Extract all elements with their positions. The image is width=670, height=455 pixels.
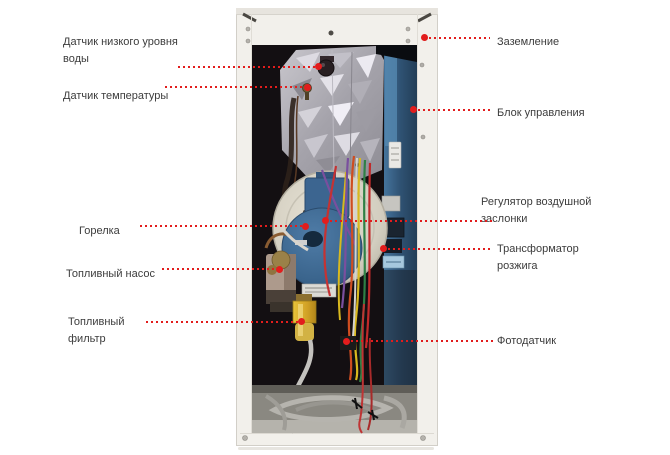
dot-low-water-sensor — [315, 63, 322, 70]
terminal-connector — [381, 195, 401, 212]
dot-ignition-transformer — [380, 245, 387, 252]
lead-fuel-pump — [162, 268, 277, 270]
lead-grounding — [429, 37, 490, 39]
callout-low-water-sensor: Датчик низкого уровня воды — [63, 36, 178, 65]
callout-control-unit: Блок управления — [497, 107, 585, 119]
dot-air-damper-regulator — [322, 217, 329, 224]
lead-photo-sensor — [351, 340, 493, 342]
foil-texture — [292, 52, 380, 174]
lead-burner — [140, 225, 304, 227]
dot-control-unit — [410, 106, 417, 113]
callout-fuel-filter: Топливный фильтр — [68, 316, 125, 345]
top-left-shadow — [242, 12, 257, 23]
lead-air-damper-regulator — [330, 220, 494, 222]
dot-temperature-sensor — [304, 84, 311, 91]
lead-low-water-sensor — [178, 66, 318, 68]
boiler-photo — [236, 8, 438, 446]
fuel-pump — [264, 232, 296, 312]
zip-tie-2 — [367, 409, 379, 421]
dot-fuel-filter — [298, 318, 305, 325]
dot-grounding — [421, 34, 428, 41]
lead-control-unit — [418, 109, 491, 111]
center-screw — [328, 30, 334, 36]
red-wire — [358, 303, 365, 434]
foil-insulation — [280, 46, 384, 180]
callout-temperature-sensor: Датчик температуры — [63, 90, 169, 102]
callout-photo-sensor: Фотодатчик — [497, 335, 557, 347]
top-right-shadow — [417, 12, 432, 23]
cabinet-screws — [242, 26, 428, 441]
dot-fuel-pump — [276, 266, 283, 273]
panel-sticker — [388, 141, 402, 169]
callout-air-damper-regulator: Регулятор воздушной заслонки — [481, 196, 592, 225]
lead-temperature-sensor — [165, 86, 305, 88]
dot-photo-sensor — [343, 338, 350, 345]
zip-tie — [351, 397, 363, 410]
callout-ignition-transformer: Трансформатор розжига — [497, 243, 579, 272]
coiled-hose — [268, 395, 394, 423]
fuel-filter — [292, 294, 317, 341]
opening-interior — [252, 45, 417, 434]
dot-burner — [302, 223, 309, 230]
red-wire-2 — [367, 337, 373, 431]
callout-fuel-pump: Топливный насос — [66, 268, 155, 280]
cabinet-drop-shadow — [238, 447, 434, 450]
callout-burner: Горелка — [79, 225, 120, 237]
lead-ignition-transformer — [388, 248, 492, 250]
cabinet-floor — [252, 303, 417, 434]
callout-grounding: Заземление — [497, 36, 560, 48]
lead-fuel-filter — [146, 321, 299, 323]
